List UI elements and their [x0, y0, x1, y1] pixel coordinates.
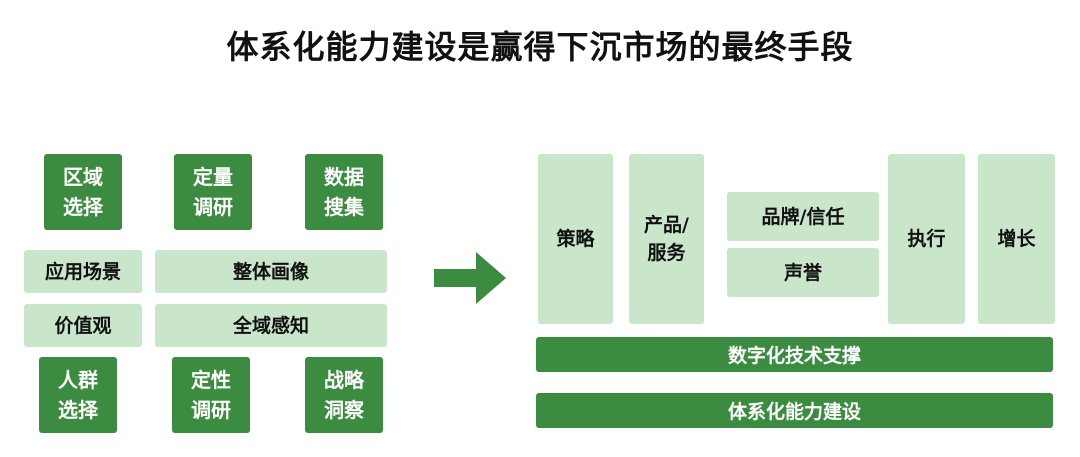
box-data-collection: 数据 搜集 — [305, 154, 383, 230]
column-strategy: 策略 — [538, 154, 613, 324]
bar-digital-tech-support: 数字化技术支撑 — [536, 337, 1053, 372]
box-strategic-insight: 战略 洞察 — [305, 357, 383, 433]
page-title: 体系化能力建设是赢得下沉市场的最终手段 — [226, 28, 854, 66]
bar-systematic-capability: 体系化能力建设 — [536, 393, 1053, 428]
box-omni-perception: 全域感知 — [155, 304, 387, 347]
box-qualitative-research: 定性 调研 — [172, 357, 250, 433]
box-region-selection: 区域 选择 — [44, 154, 122, 230]
box-brand-trust: 品牌/信任 — [727, 192, 879, 241]
box-crowd-selection: 人群 选择 — [39, 357, 117, 433]
column-execution: 执行 — [888, 154, 965, 324]
box-overall-portrait: 整体画像 — [155, 250, 387, 293]
box-values: 价值观 — [24, 304, 142, 347]
column-product-service: 产品/ 服务 — [629, 154, 704, 324]
box-application-scenario: 应用场景 — [24, 250, 142, 293]
column-growth: 增长 — [978, 154, 1055, 324]
right-arrow-icon — [434, 252, 506, 304]
box-quantitative-research: 定量 调研 — [174, 154, 252, 230]
box-reputation: 声誉 — [727, 248, 879, 297]
